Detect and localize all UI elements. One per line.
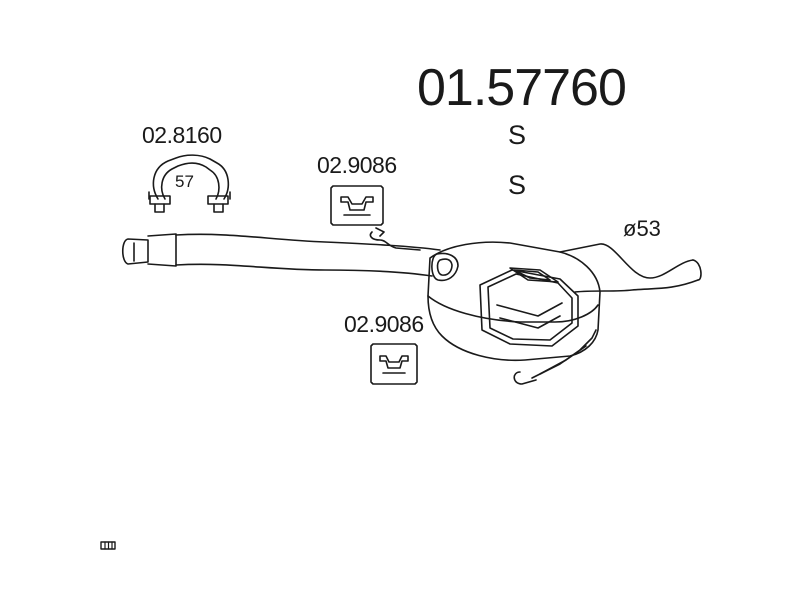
rubber-hanger-icon <box>370 343 418 385</box>
symbol-s-2: S <box>508 170 527 200</box>
rubber-hanger-icon <box>330 185 384 226</box>
exhaust-clamp-icon <box>148 154 231 213</box>
hanger-part-number-top: 02.9086 <box>317 152 397 178</box>
symbol-s-1: S <box>508 120 527 150</box>
pipe-diameter-label: ø53 <box>623 216 661 241</box>
main-part-number: 01.57760 <box>417 59 627 117</box>
hanger-part-number-bottom: 02.9086 <box>344 311 424 337</box>
clamp-part-number: 02.8160 <box>142 122 222 148</box>
small-grid-icon <box>100 541 116 550</box>
clamp-size-label: 57 <box>175 172 194 191</box>
exhaust-silencer-assembly <box>121 227 702 385</box>
